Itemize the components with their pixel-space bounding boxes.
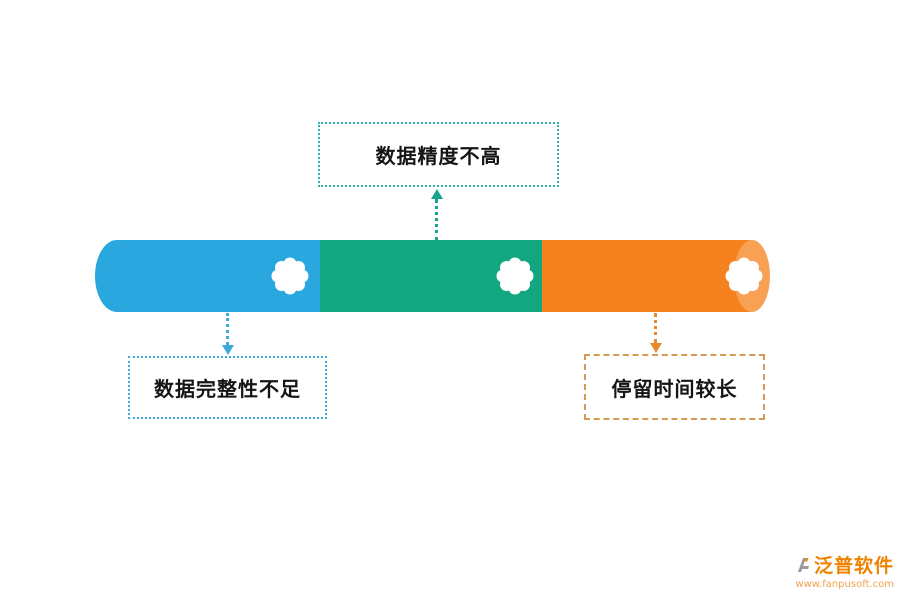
rosette-badge-icon	[496, 257, 534, 295]
brand-url: www.fanpusoft.com	[795, 579, 894, 590]
arrow-up-icon	[431, 189, 443, 199]
arrow-down-icon	[222, 345, 234, 355]
connector-bottom-left	[222, 313, 234, 355]
rosette-badge-icon	[271, 257, 309, 295]
dotted-line	[654, 313, 657, 343]
brand-name: 泛普软件	[813, 555, 894, 577]
bar-segment-orange	[542, 240, 752, 312]
fanpu-logo-icon	[797, 557, 809, 572]
connector-top	[431, 189, 443, 241]
rosette-badge-icon	[725, 257, 763, 295]
dotted-line	[435, 199, 438, 241]
callout-data-precision-label: 数据精度不高	[375, 144, 502, 168]
arrow-down-icon	[650, 343, 662, 353]
callout-data-integrity-label: 数据完整性不足	[154, 377, 301, 401]
callout-dwell-time: 停留时间较长	[584, 354, 765, 420]
callout-data-precision: 数据精度不高	[318, 122, 559, 187]
brand-logo: 泛普软件 www.fanpusoft.com	[768, 551, 894, 590]
cylinder-bar	[95, 240, 770, 312]
callout-dwell-time-label: 停留时间较长	[611, 376, 738, 401]
callout-data-integrity: 数据完整性不足	[128, 356, 327, 419]
dotted-line	[226, 313, 229, 345]
connector-bottom-right	[650, 313, 662, 353]
